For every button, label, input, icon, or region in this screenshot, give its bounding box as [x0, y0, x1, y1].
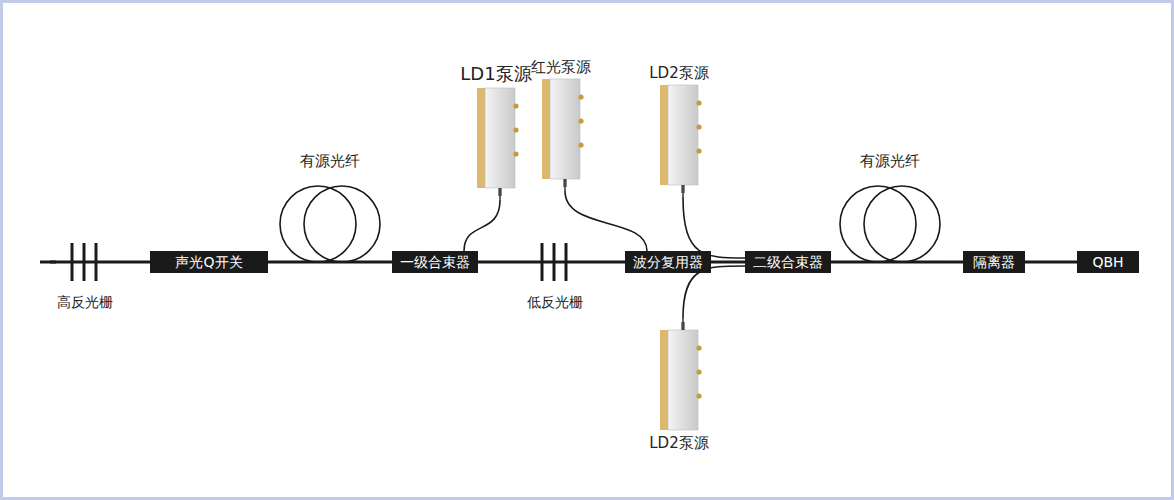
component-box: 一级合束器 — [392, 251, 478, 273]
fiber-line — [564, 179, 566, 191]
node-label: QBH — [1077, 251, 1139, 273]
fiber-connector — [683, 266, 745, 318]
fiber-connector — [565, 191, 647, 251]
fiber-connector — [683, 197, 745, 258]
pump-pin — [513, 151, 518, 156]
node-label: 声光Q开关 — [150, 251, 268, 273]
pump-source: LD1泵源 — [451, 62, 541, 200]
fiber-grating: 高反光栅 — [50, 240, 120, 316]
pump-module — [634, 85, 724, 197]
pump-source: LD2泵源 — [634, 64, 724, 197]
grating-line — [95, 243, 98, 281]
pump-module — [634, 318, 724, 430]
pump-pin — [696, 369, 701, 374]
node-label: 有源光纤 — [860, 152, 920, 171]
fiber-connector — [946, 261, 963, 264]
fiber-connector — [268, 261, 274, 264]
component-box: 隔离器 — [963, 251, 1025, 273]
node-label: 二级合束器 — [745, 251, 831, 273]
grating-symbol — [520, 240, 590, 284]
node-label: 一级合束器 — [392, 251, 478, 273]
pump-source: 红光泵源 — [516, 58, 606, 191]
pump-pin — [513, 127, 518, 132]
node-label: LD2泵源 — [649, 64, 708, 83]
fiber-connector — [1025, 261, 1077, 264]
component-box: 二级合束器 — [745, 251, 831, 273]
pump-source: LD2泵源 — [634, 318, 724, 453]
fiber-grating: 低反光栅 — [520, 240, 590, 316]
pump-module — [451, 88, 541, 200]
node-label: 隔离器 — [963, 251, 1025, 273]
pump-pin — [578, 142, 583, 147]
grating-line — [553, 243, 556, 281]
fiber-connector — [831, 261, 834, 264]
component-box: 声光Q开关 — [150, 251, 268, 273]
grating-symbol — [50, 240, 120, 284]
fiber-connector — [590, 261, 625, 264]
grating-line — [565, 243, 568, 281]
fiber-connector — [478, 261, 520, 264]
pump-pin — [696, 124, 701, 129]
fiber-line — [499, 188, 501, 200]
component-box: 波分复用器 — [625, 251, 711, 273]
pump-body — [668, 330, 698, 430]
node-label: 红光泵源 — [531, 58, 591, 77]
pump-pin — [513, 103, 518, 108]
pump-body — [550, 79, 580, 179]
active-fiber-coil: 有源光纤 — [834, 148, 946, 268]
pump-pin — [696, 148, 701, 153]
pump-pin — [578, 94, 583, 99]
pump-pin — [696, 345, 701, 350]
active-fiber-coil: 有源光纤 — [274, 148, 386, 268]
fiber-connector — [120, 261, 150, 264]
fiber-connector — [711, 261, 745, 264]
pump-body — [485, 88, 515, 188]
node-label: 低反光栅 — [527, 294, 583, 312]
grating-line — [71, 243, 74, 281]
pump-pin — [696, 100, 701, 105]
grating-line — [83, 243, 86, 281]
fiber-connector — [464, 200, 500, 251]
node-label: 有源光纤 — [300, 152, 360, 171]
node-label: LD2泵源 — [649, 434, 708, 453]
node-label: 波分复用器 — [625, 251, 711, 273]
fiber-line — [682, 318, 684, 330]
fiber-line — [682, 185, 684, 197]
pump-module — [516, 79, 606, 191]
node-label: 高反光栅 — [57, 294, 113, 312]
node-label: LD1泵源 — [460, 62, 531, 86]
pump-body — [668, 85, 698, 185]
pump-pin — [696, 393, 701, 398]
grating-line — [541, 243, 544, 281]
component-box: QBH — [1077, 251, 1139, 273]
pump-pin — [578, 118, 583, 123]
